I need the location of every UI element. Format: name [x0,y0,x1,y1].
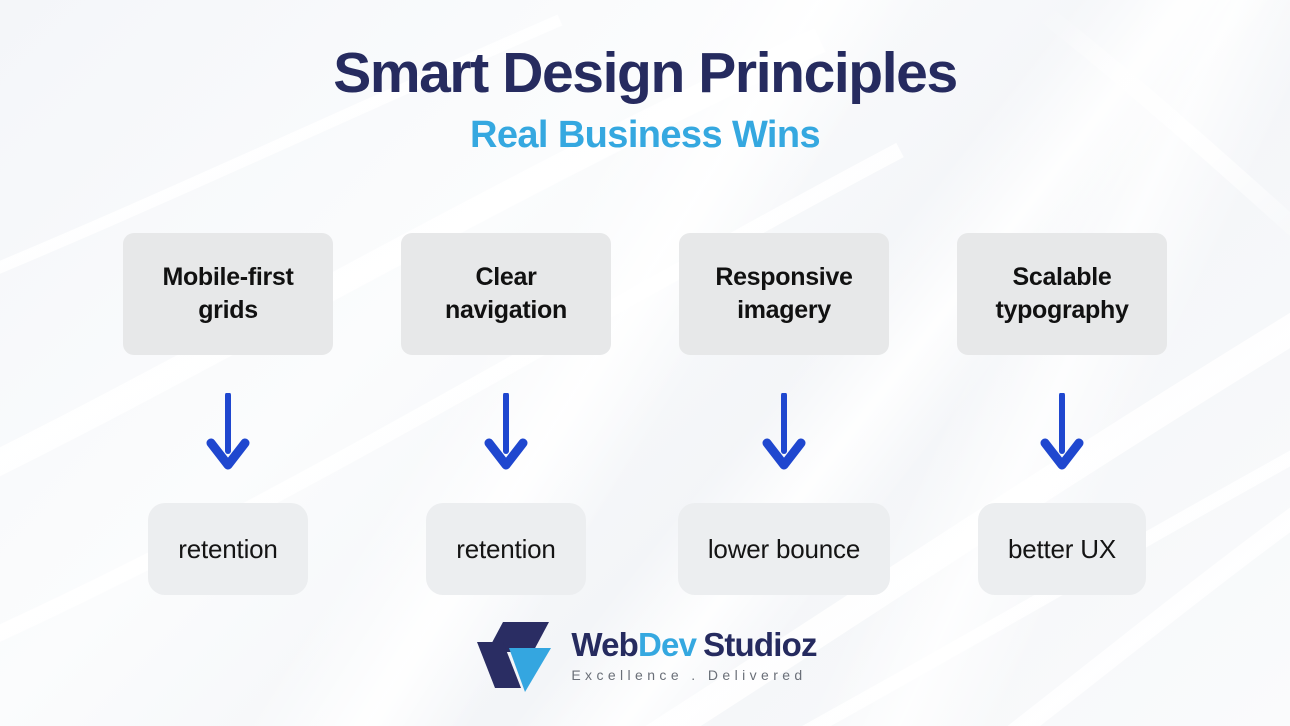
principle-card[interactable]: Clear navigation [401,233,611,355]
principle-card[interactable]: Responsive imagery [679,233,889,355]
logo-tagline: Excellence . Delivered [571,667,807,684]
logo-word-dev: Dev [637,626,697,664]
outcome-card-label: retention [456,533,556,564]
principle-line-1: Mobile-first [162,263,294,291]
header: Smart Design Principles Real Business Wi… [0,41,1290,156]
page-subtitle: Real Business Wins [470,113,821,156]
outcome-card[interactable]: retention [148,503,308,595]
outcome-card[interactable]: retention [426,503,586,595]
arrow-down-icon [206,393,250,471]
page-title: Smart Design Principles [333,41,958,105]
principle-card[interactable]: Scalable typography [957,233,1167,355]
principle-line-2: grids [198,296,258,324]
outcome-card-label: retention [178,533,278,564]
arrow-down-icon [484,393,528,471]
outcome-card-label: better UX [1007,533,1117,564]
principles-grid: Mobile-first grids retention Clear navig… [0,233,1290,595]
outcome-card[interactable]: better UX [977,503,1147,595]
principle-card[interactable]: Mobile-first grids [123,233,333,355]
arrow-down-icon [762,393,806,471]
principle-card-label: Clear navigation [445,261,567,327]
principle-line-1: Responsive [715,263,853,291]
principle-column: Mobile-first grids retention [89,233,367,595]
principle-column: Responsive imagery lower bounce [645,233,923,595]
webdev-studioz-w-mark [477,622,552,692]
logo-word-web: Web [571,626,638,664]
principle-line-2: imagery [737,296,831,324]
principle-line-1: Clear [475,263,537,291]
principle-column: Scalable typography better UX [923,233,1201,595]
arrow-down-icon [1040,393,1084,471]
principle-card-label: Responsive imagery [715,261,853,327]
logo-word-studioz: Studioz [703,626,817,664]
principle-card-label: Mobile-first grids [162,261,293,327]
principle-line-1: Scalable [1012,263,1112,291]
principle-line-2: typography [995,296,1129,324]
principle-line-2: navigation [444,296,567,324]
outcome-card-label: lower bounce [707,533,861,564]
principle-card-label: Scalable typography [995,261,1128,327]
outcome-card[interactable]: lower bounce [677,503,891,595]
principle-column: Clear navigation retention [367,233,645,595]
